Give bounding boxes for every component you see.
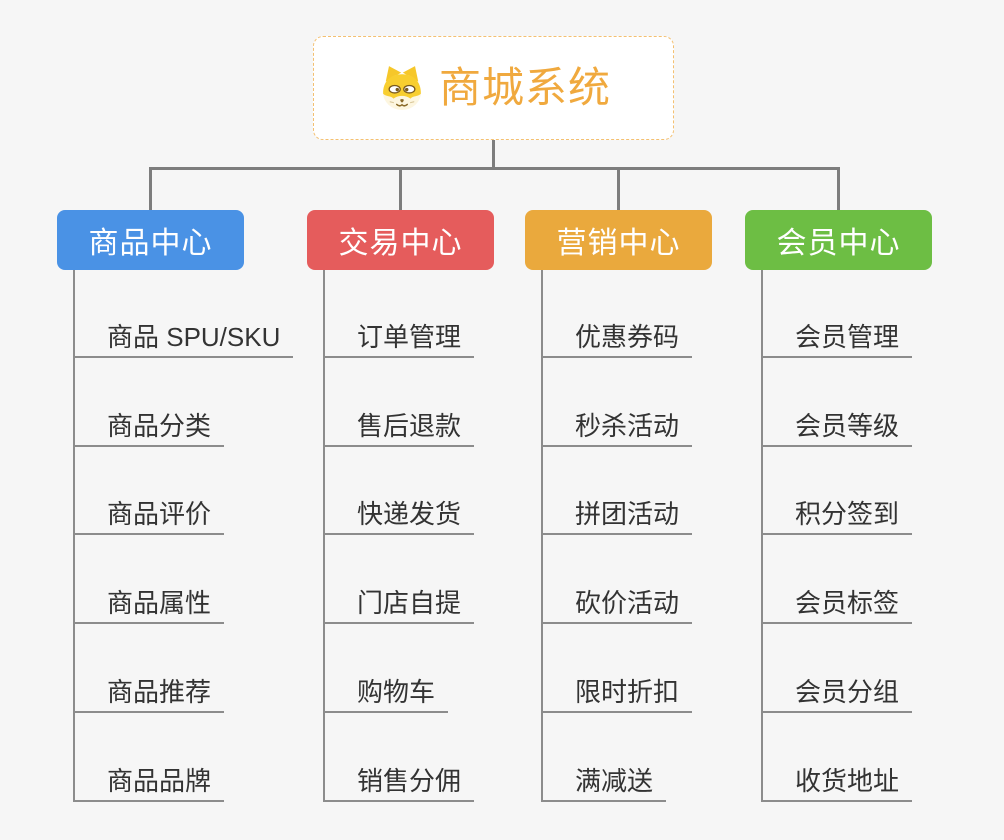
root-node[interactable]: 商城系统 [313,36,674,140]
branch-vertical-line [541,270,543,802]
leaf-item[interactable]: 优惠券码 [541,317,693,358]
branch-node-0[interactable]: 商品中心 [57,210,244,270]
branch-column-1: 交易中心 订单管理售后退款快递发货门店自提购物车销售分佣 [307,210,494,810]
branch-label: 商品中心 [88,227,213,260]
leaf-item[interactable]: 秒杀活动 [541,406,693,447]
branch-leaf-area: 订单管理售后退款快递发货门店自提购物车销售分佣 [307,270,727,810]
branch-node-1[interactable]: 交易中心 [307,210,494,270]
branch-vertical-line [761,270,763,802]
leaf-item[interactable]: 满减送 [541,761,667,802]
leaf-item[interactable]: 销售分佣 [323,761,475,802]
branch-node-2[interactable]: 营销中心 [525,210,712,270]
branch-column-0: 商品中心 商品 SPU/SKU 商品分类商品评价商品属性商品推荐商品品牌 [57,210,294,810]
leaf-item[interactable]: 限时折扣 [541,672,693,713]
branch-leaf-area: 会员管理会员等级积分签到会员标签会员分组收货地址 [745,270,1004,810]
branch-drop-line [617,167,620,211]
leaf-item[interactable]: 商品分类 [73,406,225,447]
leaf-item[interactable]: 购物车 [323,672,449,713]
leaf-item[interactable]: 商品 SPU/SKU [73,317,294,358]
branch-column-3: 会员中心 会员管理会员等级积分签到会员标签会员分组收货地址 [745,210,932,810]
leaf-item[interactable]: 会员分组 [761,672,913,713]
leaf-item[interactable]: 门店自提 [323,583,475,625]
branch-node-3[interactable]: 会员中心 [745,210,932,270]
leaf-item[interactable]: 拼团活动 [541,494,693,536]
leaf-item[interactable]: 收货地址 [761,761,913,802]
leaf-item[interactable]: 商品属性 [73,583,225,625]
leaf-item[interactable]: 会员标签 [761,583,913,625]
leaf-item[interactable]: 砍价活动 [541,583,693,625]
root-title: 商城系统 [438,64,611,111]
leaf-item[interactable]: 订单管理 [323,317,475,358]
leaf-item[interactable]: 售后退款 [323,406,475,447]
branch-vertical-line [73,270,75,802]
branch-drop-line [399,167,402,211]
leaf-item[interactable]: 会员管理 [761,317,913,358]
leaf-item[interactable]: 会员等级 [761,406,913,447]
branch-vertical-line [323,270,325,802]
branch-spine-line [149,167,840,170]
root-stem-line [492,139,495,169]
branch-label: 交易中心 [338,227,463,260]
branch-column-2: 营销中心 优惠券码秒杀活动拼团活动砍价活动限时折扣满减送 [525,210,712,810]
leaf-item[interactable]: 快递发货 [323,494,475,536]
leaf-item[interactable]: 商品评价 [73,494,225,536]
branch-label: 会员中心 [776,227,901,260]
leaf-item[interactable]: 商品推荐 [73,672,225,713]
branch-label: 营销中心 [556,227,681,260]
branch-drop-line [837,167,840,211]
branch-leaf-area: 商品 SPU/SKU 商品分类商品评价商品属性商品推荐商品品牌 [57,270,477,810]
shiba-dog-icon [382,66,422,110]
branch-leaf-area: 优惠券码秒杀活动拼团活动砍价活动限时折扣满减送 [525,270,945,810]
branch-drop-line [149,167,152,211]
leaf-item[interactable]: 积分签到 [761,494,913,536]
leaf-item[interactable]: 商品品牌 [73,761,225,802]
